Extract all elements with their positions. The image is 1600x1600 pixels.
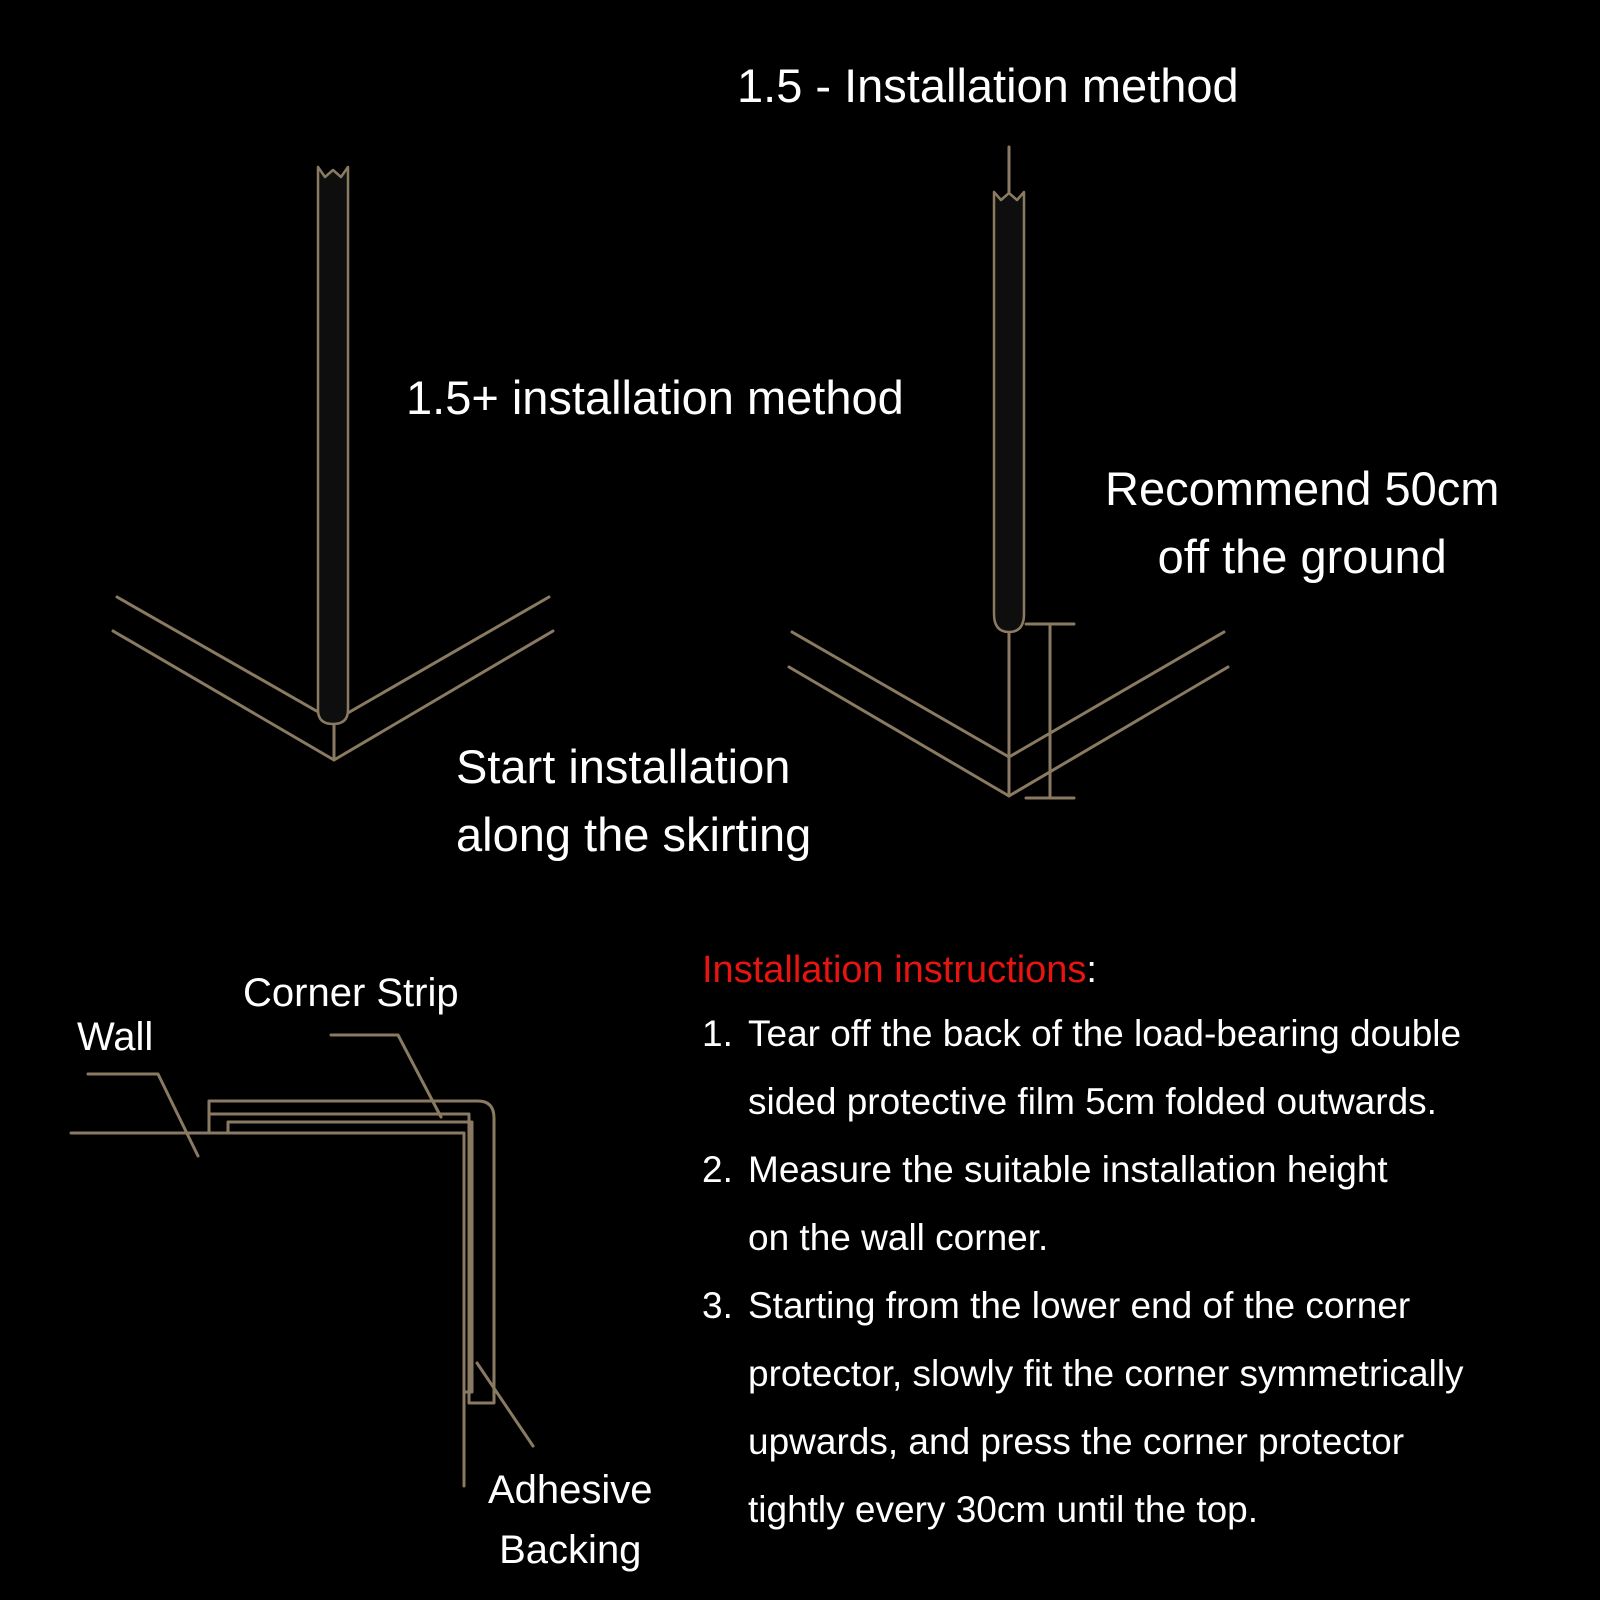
- corner-strip-outline: [207, 1099, 496, 1405]
- step-line: tightly every 30cm until the top.: [748, 1489, 1259, 1530]
- step-line: Measure the suitable installation height: [748, 1149, 1388, 1190]
- wall-line: [69, 1131, 466, 1488]
- start-line-1: Start installation: [456, 740, 791, 793]
- instruction-step: 1. Tear off the back of the load-bearing…: [702, 1000, 1582, 1136]
- right-corner-lines: [787, 145, 1230, 798]
- adhesive-layer: [226, 1120, 474, 1394]
- cross-section-diagram: [69, 1033, 535, 1488]
- adhesive-leader: [475, 1361, 535, 1448]
- step-line: on the wall corner.: [748, 1217, 1049, 1258]
- instructions-heading-text: Installation instructions: [702, 949, 1087, 991]
- step-line: sided protective film 5cm folded outward…: [748, 1081, 1437, 1122]
- step-line: Starting from the lower end of the corne…: [748, 1285, 1411, 1326]
- step-line: protector, slowly fit the corner symmetr…: [748, 1353, 1464, 1394]
- wall-leader: [86, 1072, 200, 1158]
- instructions-heading: Installation instructions:: [702, 940, 1582, 1000]
- title-plus-method: 1.5+ installation method: [406, 371, 904, 424]
- recommend-line-1: Recommend 50cm: [1105, 462, 1500, 515]
- title-minus-method: 1.5 - Installation method: [737, 59, 1239, 112]
- height-dimension-marker: [1024, 622, 1076, 800]
- left-corner-strip: [316, 165, 350, 726]
- corner-strip-leader: [329, 1033, 443, 1119]
- step-number: 2.: [702, 1149, 733, 1190]
- start-line-2: along the skirting: [456, 808, 812, 861]
- step-line: Tear off the back of the load-bearing do…: [748, 1013, 1462, 1054]
- instruction-step: 3. Starting from the lower end of the co…: [702, 1272, 1582, 1544]
- right-corner-strip: [992, 190, 1026, 634]
- instructions-heading-colon: :: [1086, 949, 1097, 991]
- step-number: 1.: [702, 1013, 733, 1054]
- instructions-steps: 1. Tear off the back of the load-bearing…: [702, 1000, 1582, 1544]
- step-line: upwards, and press the corner protector: [748, 1421, 1405, 1462]
- wall-label: Wall: [77, 1015, 154, 1059]
- step-number: 3.: [702, 1285, 733, 1326]
- instruction-step: 2. Measure the suitable installation hei…: [702, 1136, 1582, 1272]
- adhesive-backing-label: Adhesive Backing: [488, 1460, 653, 1580]
- installation-instructions: Installation instructions: 1. Tear off t…: [702, 940, 1582, 1544]
- adhesive-line-1: Adhesive: [488, 1468, 653, 1512]
- recommend-height-note: Recommend 50cm off the ground: [1105, 455, 1499, 591]
- recommend-line-2: off the ground: [1157, 530, 1447, 583]
- adhesive-line-2: Backing: [499, 1528, 642, 1572]
- corner-strip-label: Corner Strip: [243, 971, 459, 1015]
- start-installation-note: Start installation along the skirting: [456, 733, 811, 869]
